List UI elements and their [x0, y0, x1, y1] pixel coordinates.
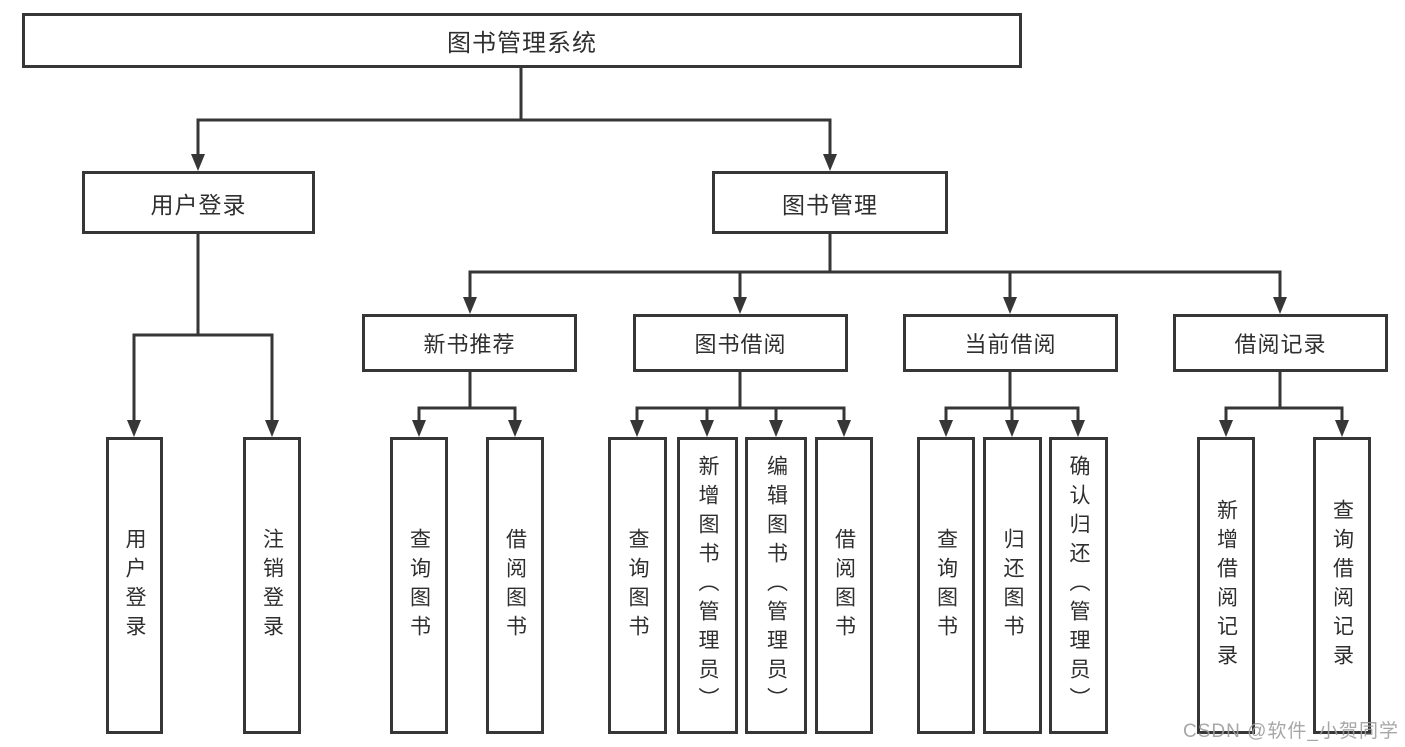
- csdn-watermark: CSDN @软件_小贺同学: [1183, 721, 1399, 742]
- node-root-system: 图书管理系统: [22, 13, 1022, 68]
- leaf-logout: 注销登录: [243, 437, 301, 734]
- leaf-add-borrow-record: 新增借阅记录: [1197, 437, 1255, 734]
- leaf-query-books-3: 查询图书: [917, 437, 975, 734]
- leaf-query-borrow-record: 查询借阅记录: [1313, 437, 1371, 734]
- leaf-query-books-2: 查询图书: [608, 437, 667, 734]
- node-book-borrow: 图书借阅: [633, 314, 848, 372]
- leaf-borrow-books-2: 借阅图书: [815, 437, 873, 734]
- node-borrow-records: 借阅记录: [1173, 314, 1388, 372]
- leaf-borrow-books-1: 借阅图书: [486, 437, 544, 734]
- leaf-edit-book-admin: 编辑图书（管理员）: [745, 437, 807, 734]
- leaf-return-book: 归还图书: [983, 437, 1042, 734]
- leaf-add-book-admin: 新增图书（管理员）: [677, 437, 738, 734]
- node-new-book-recommend: 新书推荐: [362, 314, 577, 372]
- node-book-management: 图书管理: [712, 171, 948, 234]
- leaf-query-books-1: 查询图书: [390, 437, 448, 734]
- node-user-login: 用户登录: [82, 171, 315, 234]
- leaf-user-login: 用户登录: [106, 437, 163, 734]
- leaf-confirm-return-admin: 确认归还（管理员）: [1049, 437, 1108, 734]
- node-current-borrow: 当前借阅: [903, 314, 1118, 372]
